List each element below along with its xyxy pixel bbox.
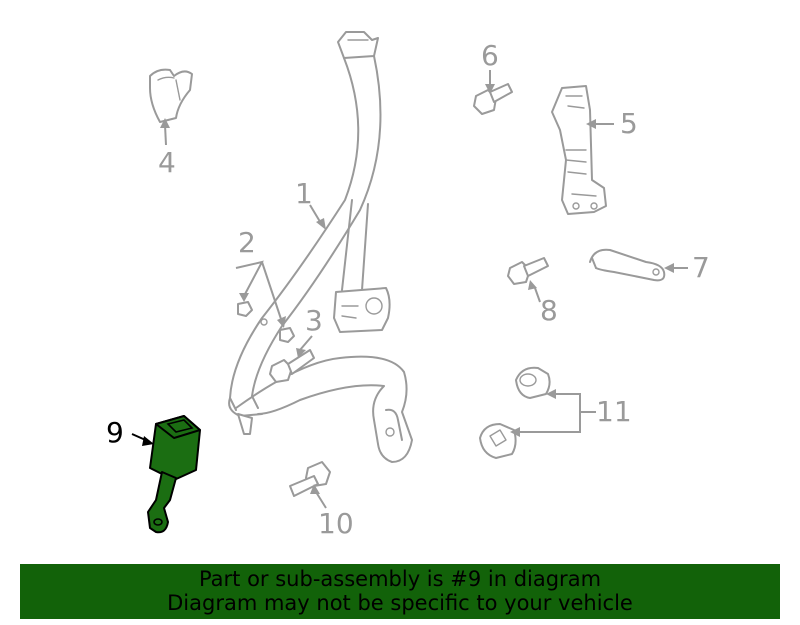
arrowhead-9 [142,436,154,446]
arrowhead-3 [296,348,306,358]
callout-2[interactable]: 2 [238,226,256,259]
arrowhead-2b [277,316,286,328]
part-7-guide[interactable] [589,248,666,282]
arrowhead-10 [310,484,320,494]
leader-3 [299,335,313,351]
arrowhead-7 [664,263,674,273]
banner-line-1: Part or sub-assembly is #9 in diagram [198,567,602,591]
arrowhead-11a [546,389,556,399]
callout-8[interactable]: 8 [540,294,558,327]
callout-10[interactable]: 10 [318,507,354,540]
callout-3[interactable]: 3 [305,304,323,337]
leader-10 [315,491,327,509]
leader-4 [164,124,167,146]
callout-9[interactable]: 9 [106,416,124,449]
banner-line-2: Diagram may not be specific to your vehi… [167,591,633,615]
arrowhead-1 [316,218,326,230]
arrowhead-8 [528,280,537,290]
leader-8 [534,287,541,303]
part-10-bolt[interactable] [289,461,331,497]
parts-diagram: 4 1 2 3 [106,31,710,540]
part-8-bolt[interactable] [507,257,549,285]
callout-11[interactable]: 11 [596,395,632,428]
part-3-bolt[interactable] [269,349,315,383]
callout-4[interactable]: 4 [158,146,176,179]
part-6-bolt[interactable] [473,83,513,115]
part-4-anchor-cover[interactable] [149,68,193,123]
leader-11 [518,393,596,433]
arrowhead-11b [510,427,520,437]
part-9-seat-belt-buckle[interactable] [147,415,201,534]
callout-6[interactable]: 6 [481,39,499,72]
part-11-stops[interactable] [479,366,551,459]
part-2-nuts[interactable] [237,301,295,343]
callout-1[interactable]: 1 [295,177,313,210]
leader-2 [235,260,283,323]
arrowhead-5 [586,119,596,129]
part-5-height-adjuster[interactable] [551,85,607,215]
callout-7[interactable]: 7 [692,251,710,284]
arrowhead-6 [485,84,495,94]
arrowhead-4 [160,118,170,128]
arrowhead-2a [239,293,249,302]
part-1-seat-belt-assembly[interactable] [228,31,413,463]
info-banner: Part or sub-assembly is #9 in diagram Di… [20,564,780,619]
callout-5[interactable]: 5 [620,107,638,140]
